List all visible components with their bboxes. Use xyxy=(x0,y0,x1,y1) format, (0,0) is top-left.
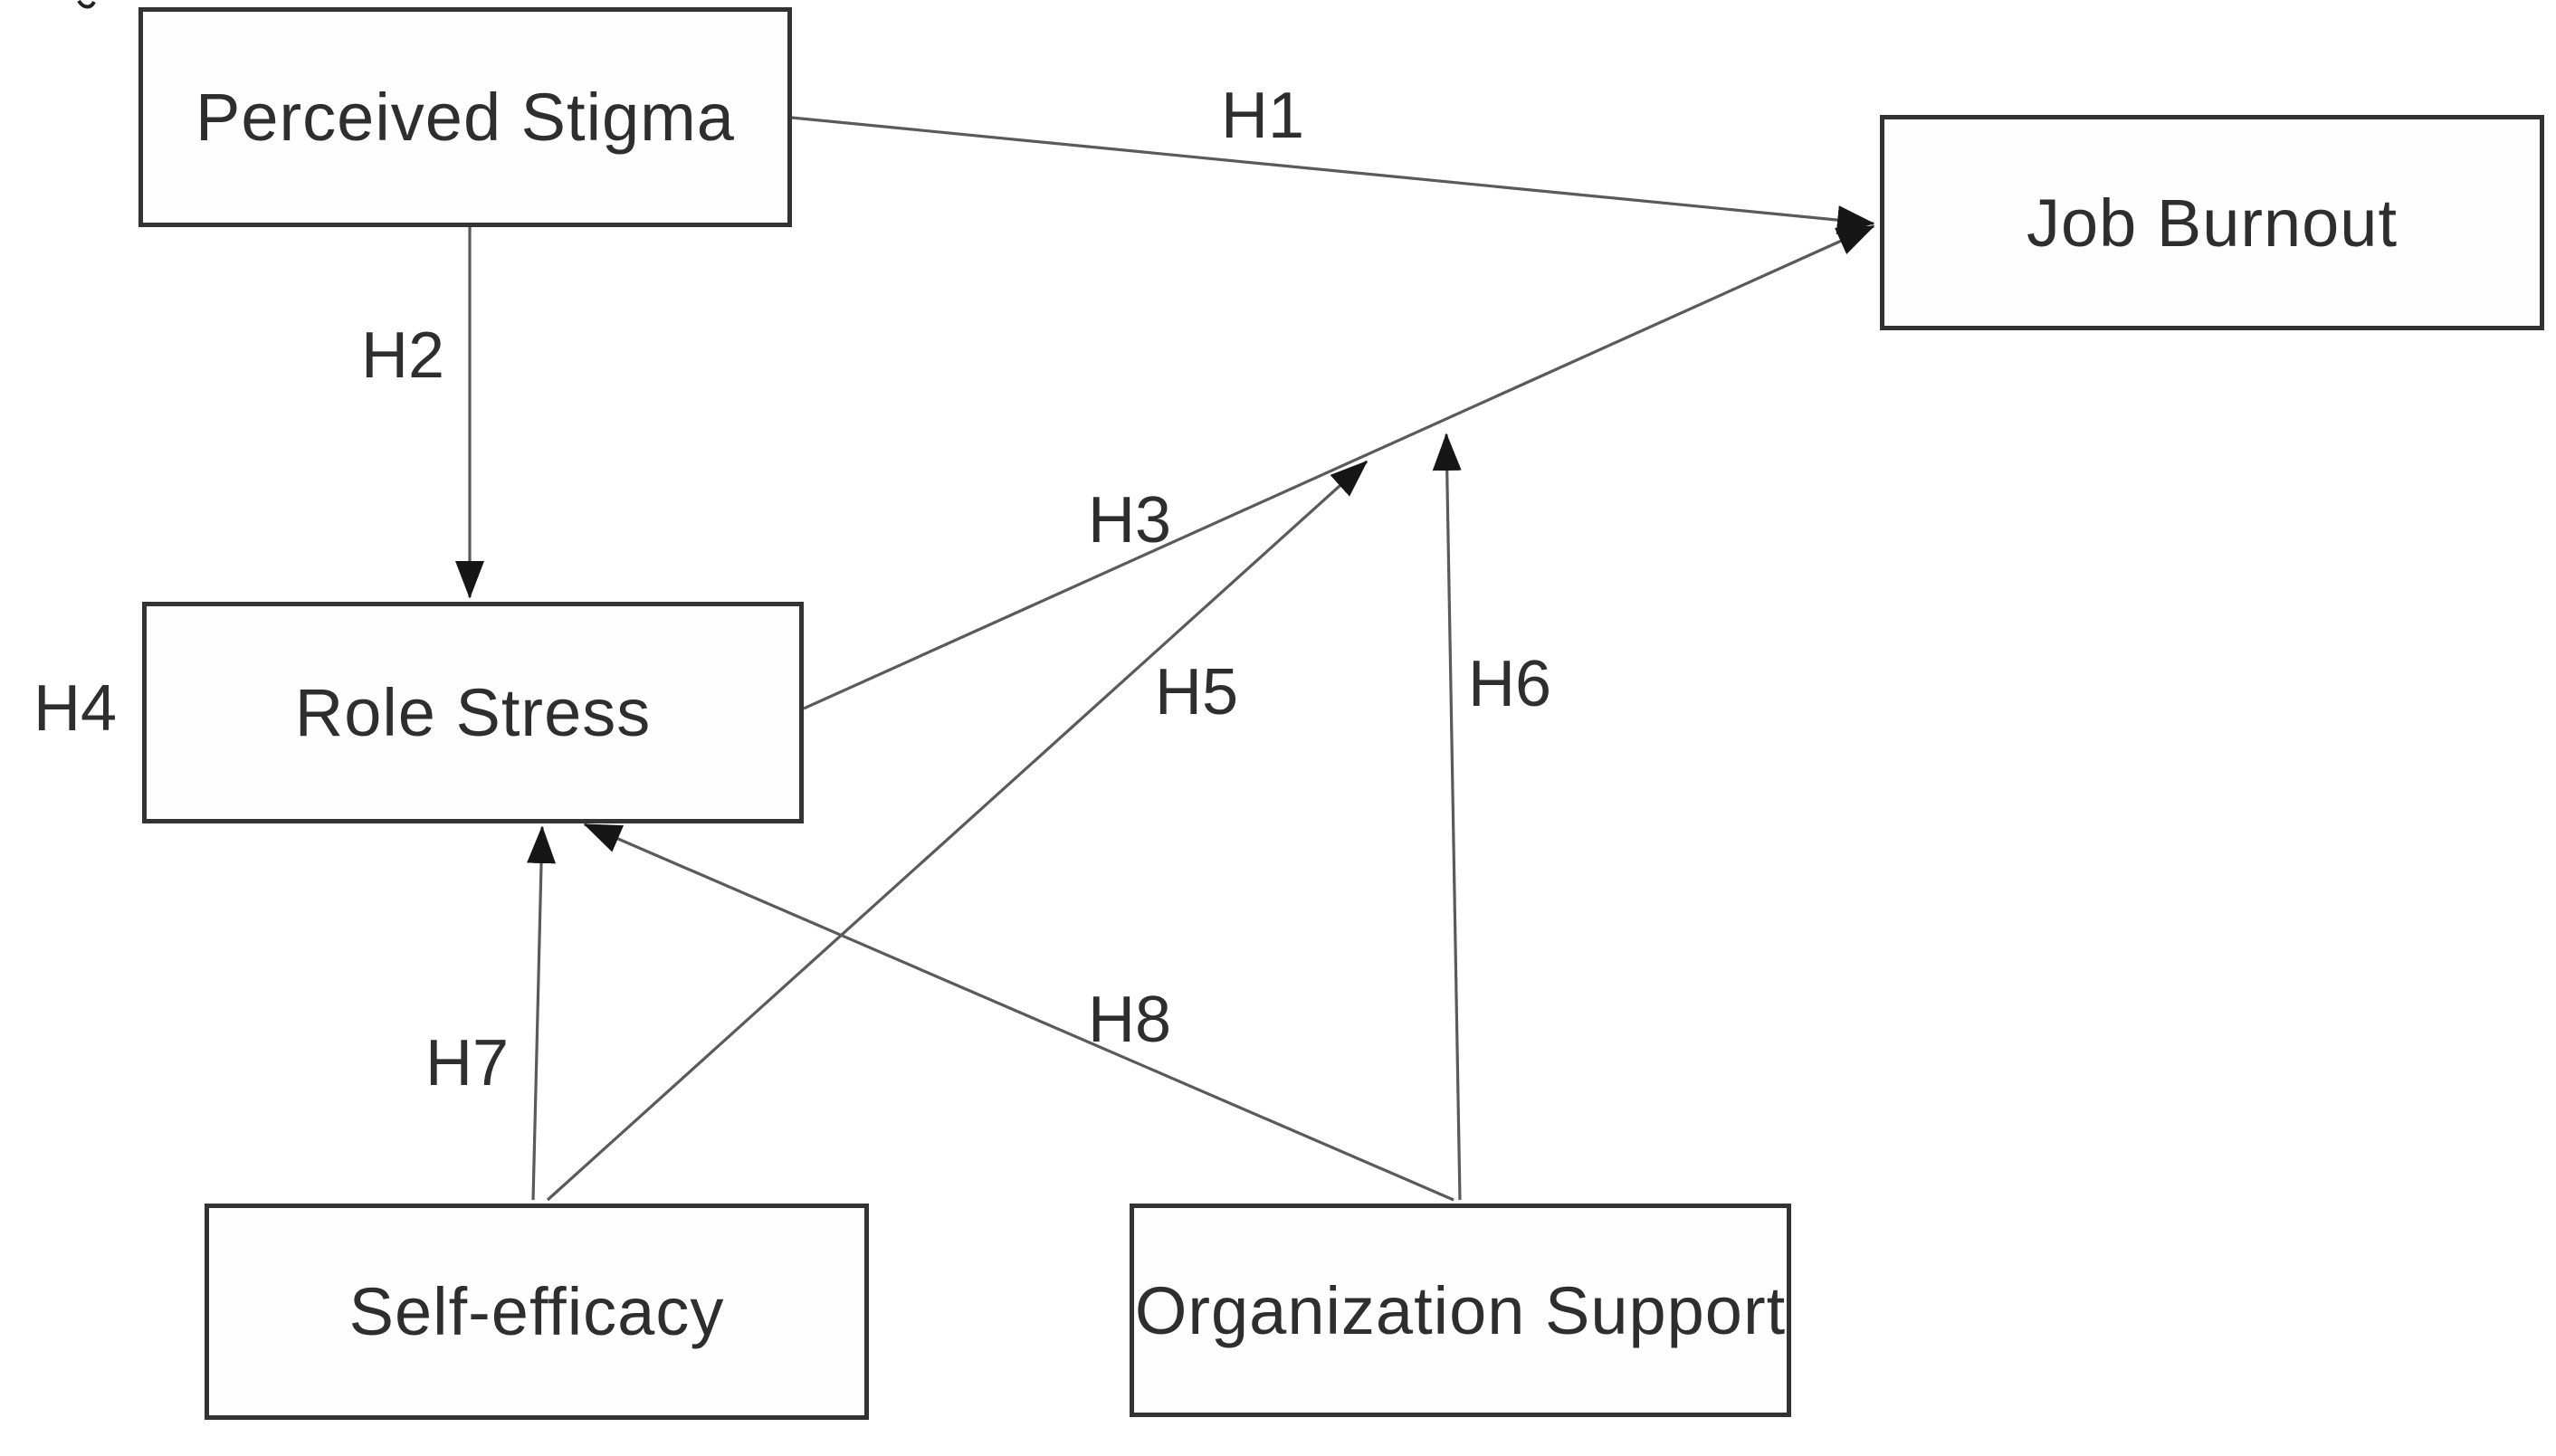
stray-mark xyxy=(77,0,96,9)
edge-label-h7: H7 xyxy=(424,1027,510,1099)
edge-label-h6: H6 xyxy=(1467,648,1552,720)
node-label: Perceived Stigma xyxy=(196,80,735,155)
node-perceived-stigma: Perceived Stigma xyxy=(138,7,792,227)
edge-label-h1: H1 xyxy=(1220,80,1305,152)
edge-label-h4: H4 xyxy=(33,672,118,745)
node-job-burnout: Job Burnout xyxy=(1880,115,2544,330)
edge-arrow-h7 xyxy=(527,825,557,1201)
edge-label-h8: H8 xyxy=(1087,984,1172,1056)
node-label: Job Burnout xyxy=(2026,185,2399,261)
edge-label-h5: H5 xyxy=(1154,656,1239,728)
node-label: Self-efficacy xyxy=(348,1274,725,1349)
edge-arrow-h1 xyxy=(791,116,1875,235)
node-role-stress: Role Stress xyxy=(142,602,804,823)
node-self-efficacy: Self-efficacy xyxy=(205,1204,869,1420)
edge-arrow-h5 xyxy=(546,460,1369,1202)
node-label: Organization Support xyxy=(1134,1272,1787,1348)
node-organization-support: Organization Support xyxy=(1130,1204,1791,1417)
edge-label-h2: H2 xyxy=(360,319,445,392)
node-label: Role Stress xyxy=(294,675,652,750)
edge-arrow-h8 xyxy=(583,823,1454,1202)
edge-arrow-h3 xyxy=(803,224,1875,710)
edge-arrow-h6 xyxy=(1432,433,1462,1201)
edge-label-h3: H3 xyxy=(1087,484,1172,557)
